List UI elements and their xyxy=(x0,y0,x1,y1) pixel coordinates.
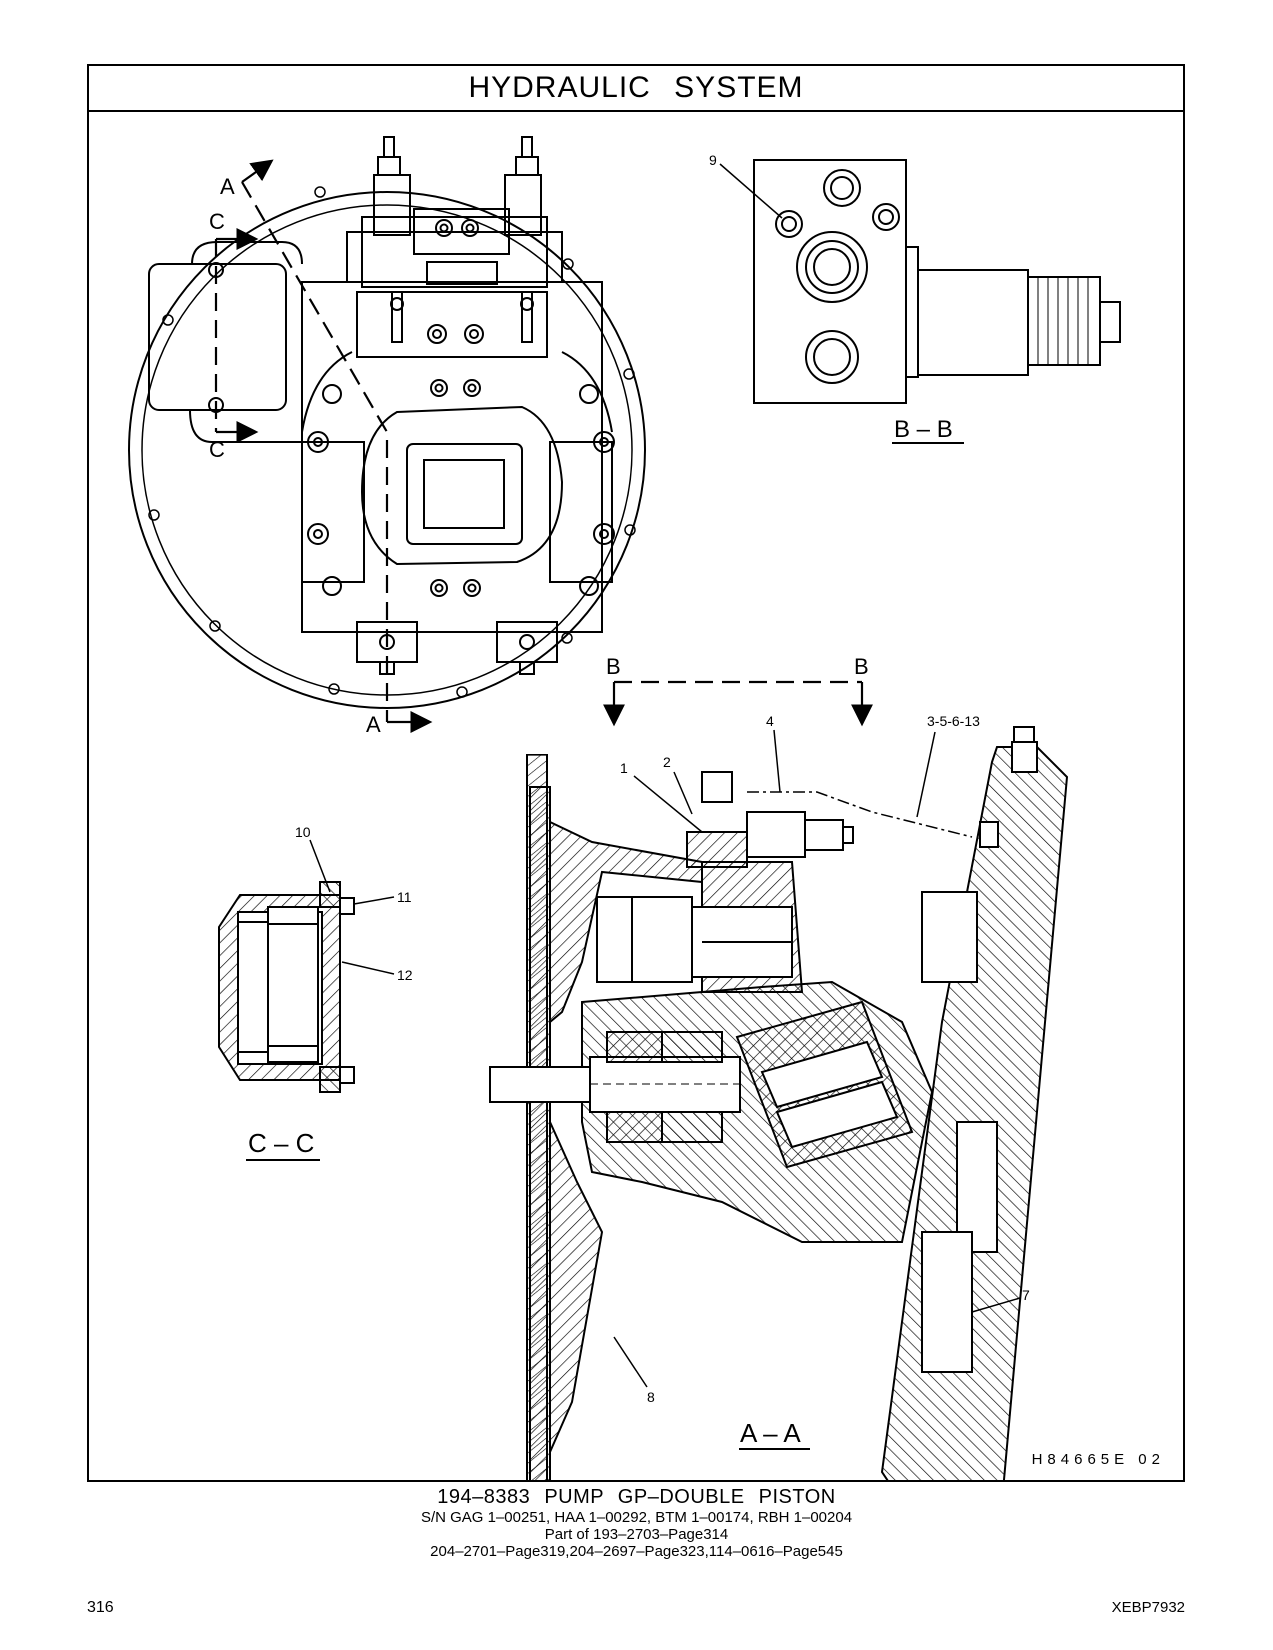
section-cut-lines xyxy=(214,159,433,733)
callout-4: 4 xyxy=(766,713,774,729)
callout-9: 9 xyxy=(709,152,717,168)
section-b-mark-left: B xyxy=(606,654,621,679)
section-c-mark-bottom: C xyxy=(209,437,225,462)
title-bar: HYDRAULIC SYSTEM xyxy=(89,66,1183,112)
page-references: 204–2701–Page319,204–2697–Page323,114–06… xyxy=(430,1543,843,1560)
section-b-cut-line xyxy=(603,680,873,727)
page-title: HYDRAULIC SYSTEM xyxy=(468,71,804,104)
pump-front-view xyxy=(128,136,646,709)
callout-10: 10 xyxy=(295,824,311,840)
document-code: XEBP7932 xyxy=(1111,1599,1185,1616)
callout-11: 11 xyxy=(397,889,412,905)
part-title: 194–8383 PUMP GP–DOUBLE PISTON xyxy=(437,1486,836,1508)
view-c-c-label: C – C xyxy=(248,1128,314,1158)
callout-1: 1 xyxy=(620,760,628,776)
section-a-mark-top: A xyxy=(220,174,235,199)
exploded-parts-drawing: A A C C 9 B – B xyxy=(128,136,1121,1480)
caption: 194–8383 PUMP GP–DOUBLE PISTON S/N GAG 1… xyxy=(0,1486,1273,1560)
part-of-reference: Part of 193–2703–Page314 xyxy=(544,1526,729,1543)
callout-3-5-6-13: 3-5-6-13 xyxy=(927,713,980,729)
view-c-c xyxy=(218,839,395,1093)
callout-7: 7 xyxy=(1022,1287,1030,1303)
serial-numbers: S/N GAG 1–00251, HAA 1–00292, BTM 1–0017… xyxy=(420,1509,853,1526)
callout-2: 2 xyxy=(663,754,671,770)
callout-12: 12 xyxy=(397,967,413,983)
view-b-b-label: B – B xyxy=(894,416,953,443)
section-c-mark-top: C xyxy=(209,209,225,234)
callout-8: 8 xyxy=(647,1389,655,1405)
illustration-frame: HYDRAULIC SYSTEM xyxy=(87,64,1185,1482)
section-b-mark-right: B xyxy=(854,654,869,679)
view-a-a-section xyxy=(489,726,1069,1480)
view-a-a-label: A – A xyxy=(740,1418,801,1448)
section-a-mark-bottom: A xyxy=(366,712,381,737)
page-number: 316 xyxy=(87,1599,114,1616)
drawing-code: H84665E 02 xyxy=(1031,1451,1165,1468)
view-b-b xyxy=(719,159,1121,404)
